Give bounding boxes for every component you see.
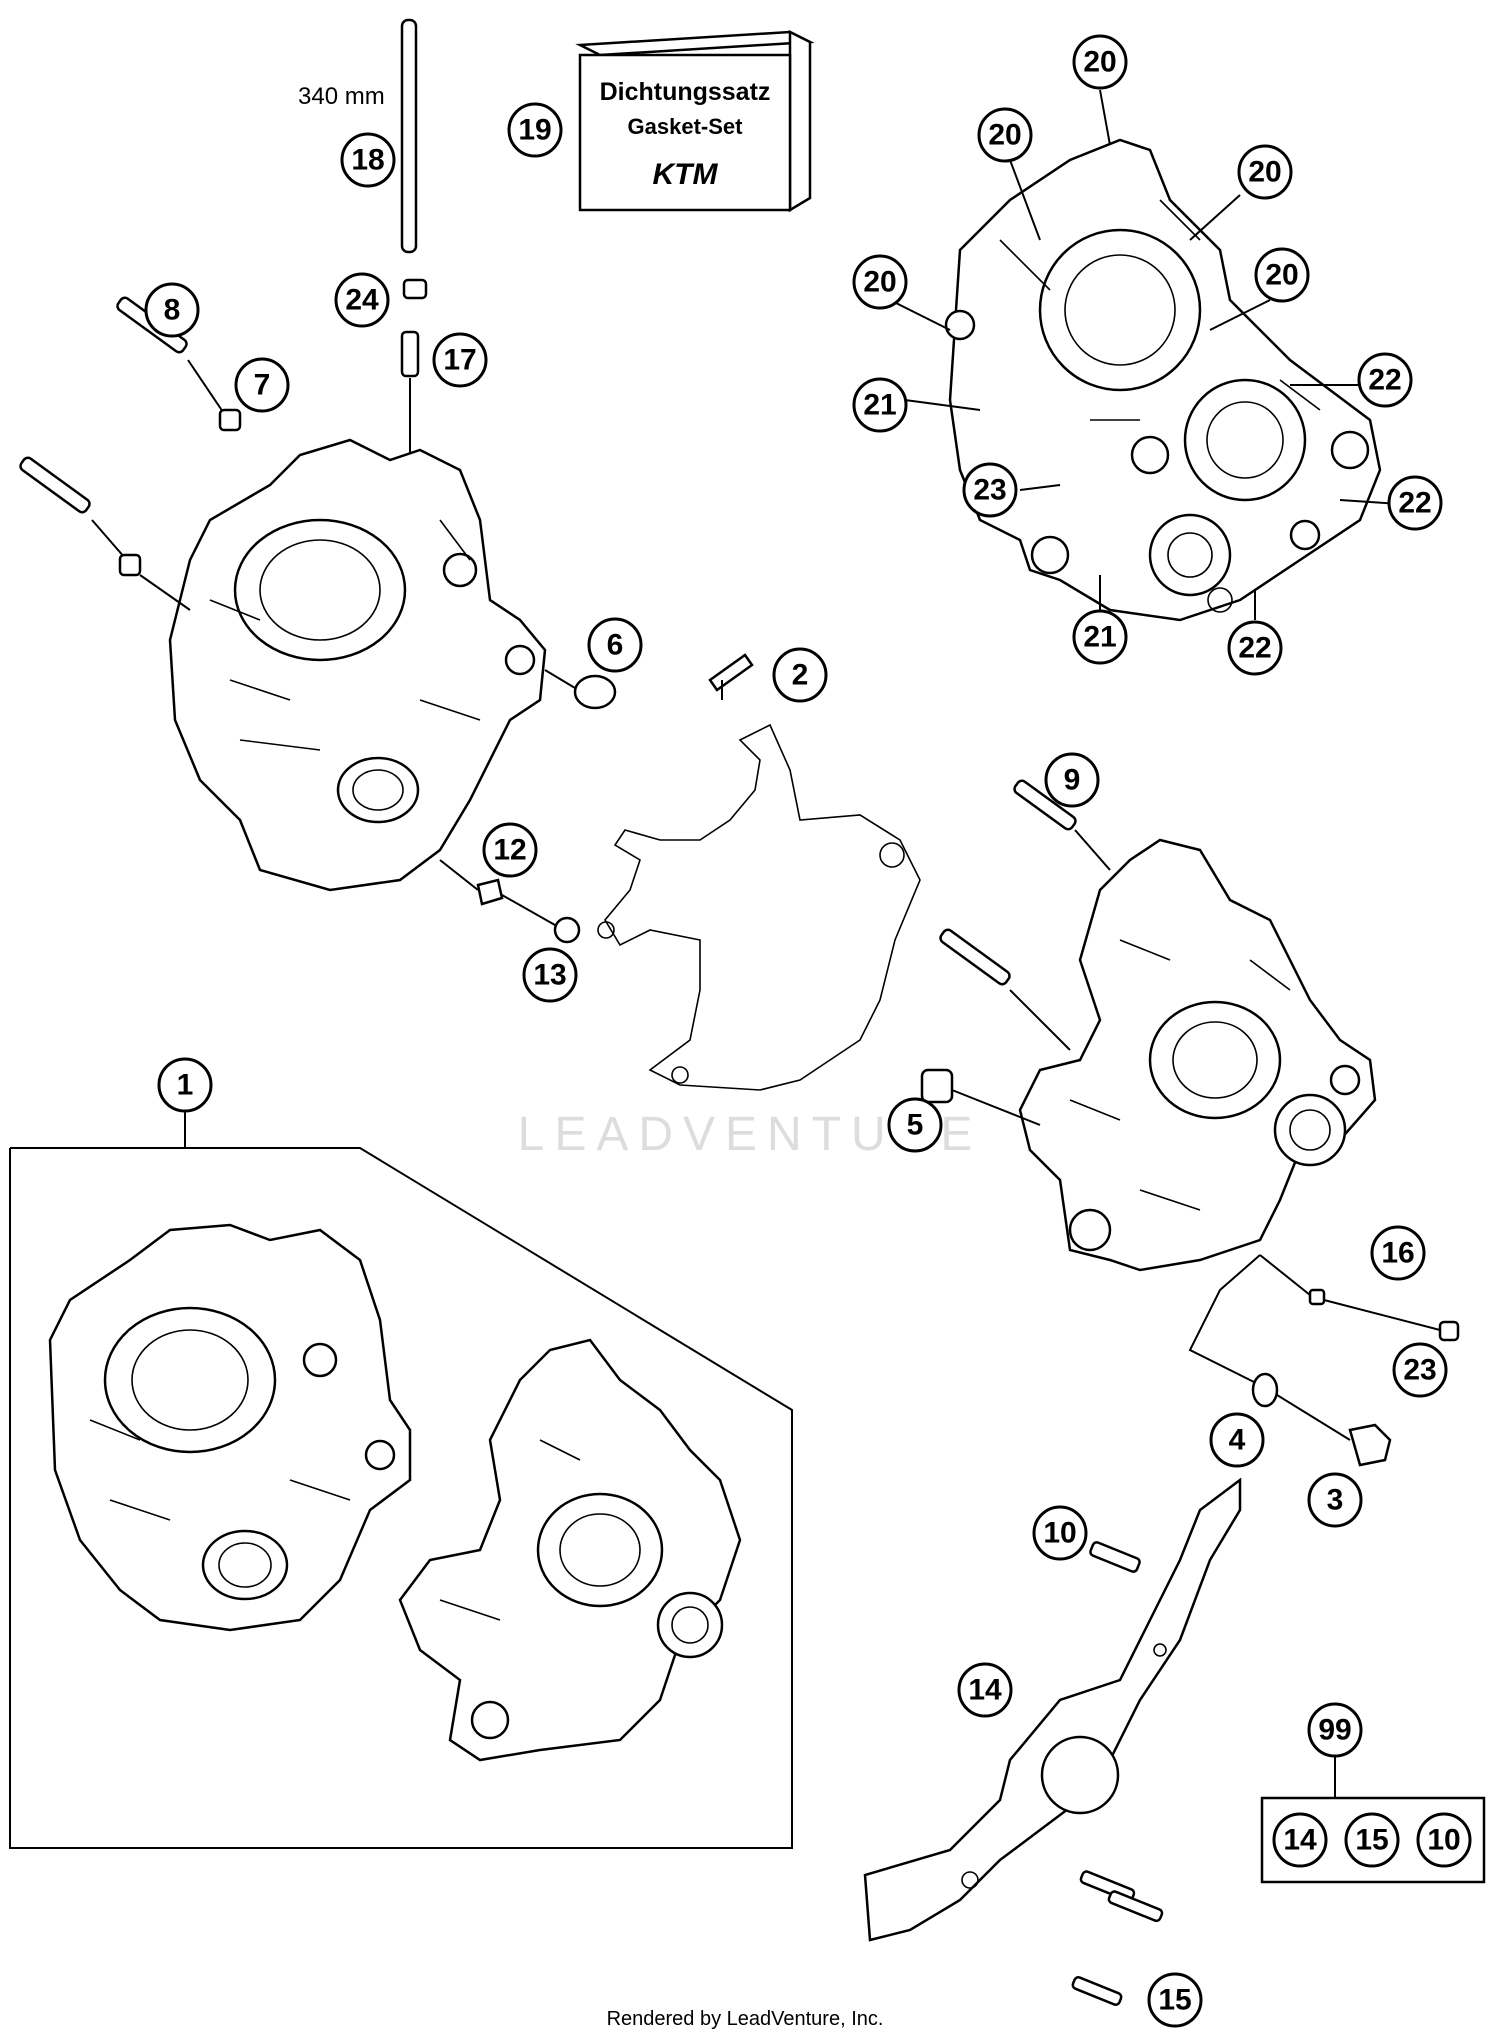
callout-6: 6 <box>587 617 643 673</box>
callout-23-upper: 23 <box>962 462 1018 518</box>
callout-5: 5 <box>887 1097 943 1153</box>
callout-16: 16 <box>1370 1225 1426 1281</box>
callout-99: 99 <box>1307 1702 1363 1758</box>
callout-4: 4 <box>1209 1412 1265 1468</box>
svg-text:5: 5 <box>907 1109 924 1142</box>
dowel-pin-2 <box>708 653 754 700</box>
svg-text:22: 22 <box>1368 364 1401 397</box>
callout-9: 9 <box>1044 752 1100 808</box>
screws-15 <box>1071 1870 1164 2006</box>
callout-20-right: 20 <box>1254 247 1310 303</box>
left-crankcase-half <box>168 438 547 892</box>
callout-7: 7 <box>234 357 290 413</box>
gasket-box-line1: Dichtungssatz <box>600 78 771 106</box>
svg-text:16: 16 <box>1381 1237 1414 1270</box>
svg-text:20: 20 <box>863 266 896 299</box>
sprocket-cover-14 <box>863 1477 1242 1942</box>
svg-text:24: 24 <box>345 284 379 317</box>
plug-12 <box>439 859 556 926</box>
svg-text:99: 99 <box>1318 1714 1351 1747</box>
callout-18: 18 <box>340 132 396 188</box>
callout-10: 10 <box>1032 1505 1088 1561</box>
gasket-set-box: Dichtungssatz Gasket-Set KTM <box>575 29 815 213</box>
svg-text:4: 4 <box>1229 1424 1246 1457</box>
ktm-logo: KTM <box>653 158 719 191</box>
stud-7-left <box>19 456 191 611</box>
svg-text:15: 15 <box>1158 1984 1191 2017</box>
svg-text:20: 20 <box>1083 46 1116 79</box>
callout-20-top: 20 <box>1072 34 1128 90</box>
callout-8: 8 <box>144 282 200 338</box>
gasket-box-line2: Gasket-Set <box>628 114 744 139</box>
right-crankcase-half <box>1018 838 1377 1272</box>
svg-text:22: 22 <box>1398 487 1431 520</box>
svg-text:19: 19 <box>518 114 551 147</box>
stud-17 <box>400 330 420 470</box>
crankcase-gasket-2 <box>597 723 921 1091</box>
svg-text:8: 8 <box>164 294 181 327</box>
screw-10 <box>1089 1541 1141 1573</box>
svg-text:13: 13 <box>533 959 566 992</box>
svg-text:14: 14 <box>1283 1824 1317 1857</box>
callout-15: 15 <box>1147 1972 1203 2028</box>
callout-14: 14 <box>957 1662 1013 1718</box>
svg-text:20: 20 <box>1248 156 1281 189</box>
svg-text:22: 22 <box>1238 632 1271 665</box>
svg-text:10: 10 <box>1043 1517 1076 1550</box>
svg-text:23: 23 <box>973 474 1006 507</box>
dimension-label: 340 mm <box>298 83 385 110</box>
svg-text:14: 14 <box>968 1674 1002 1707</box>
svg-text:7: 7 <box>254 369 271 402</box>
svg-text:21: 21 <box>1083 621 1116 654</box>
bushing-6 <box>544 669 617 710</box>
svg-text:15: 15 <box>1355 1824 1388 1857</box>
svg-text:23: 23 <box>1403 1354 1436 1387</box>
svg-text:3: 3 <box>1327 1484 1344 1517</box>
callout-20-upper-left: 20 <box>977 107 1033 163</box>
dowel-24 <box>402 278 428 300</box>
callout-3: 3 <box>1307 1472 1363 1528</box>
callout-kit-15: 15 <box>1344 1812 1400 1868</box>
callout-23-lower: 23 <box>1392 1342 1448 1398</box>
svg-text:2: 2 <box>792 659 809 692</box>
svg-text:1: 1 <box>177 1069 194 1102</box>
callout-leaders <box>879 89 1416 620</box>
svg-text:12: 12 <box>493 834 526 867</box>
callout-22-upper: 22 <box>1357 352 1413 408</box>
callout-2: 2 <box>772 647 828 703</box>
svg-text:20: 20 <box>1265 259 1298 292</box>
callout-1: 1 <box>157 1057 213 1113</box>
svg-text:6: 6 <box>607 629 624 662</box>
stud-9 <box>1013 779 1111 871</box>
footer-credit: Rendered by LeadVenture, Inc. <box>607 2008 884 2030</box>
svg-text:20: 20 <box>988 119 1021 152</box>
crankcase-assembly-box <box>9 1085 793 1849</box>
bushing-5 <box>920 1068 1041 1126</box>
callout-24: 24 <box>334 272 390 328</box>
svg-text:18: 18 <box>351 144 384 177</box>
svg-text:21: 21 <box>863 389 896 422</box>
callout-17: 17 <box>432 332 488 388</box>
drain-screw-assembly <box>1188 1254 1460 1467</box>
callout-12: 12 <box>482 822 538 878</box>
nut-13 <box>553 916 581 944</box>
callout-21-bottom: 21 <box>1072 609 1128 665</box>
callout-19: 19 <box>507 102 563 158</box>
callout-20-left: 20 <box>852 254 908 310</box>
callout-13: 13 <box>522 947 578 1003</box>
callout-kit-14: 14 <box>1272 1812 1328 1868</box>
stud-18: 340 mm <box>298 18 418 254</box>
svg-text:10: 10 <box>1427 1824 1460 1857</box>
callout-20-upper-right: 20 <box>1237 144 1293 200</box>
right-crankcase-inner-view <box>944 138 1382 622</box>
stud-7-right <box>939 928 1071 1051</box>
svg-text:17: 17 <box>443 344 476 377</box>
callout-22-middle: 22 <box>1387 475 1443 531</box>
callout-22-bottom: 22 <box>1227 620 1283 676</box>
svg-text:9: 9 <box>1064 764 1081 797</box>
callout-21-left: 21 <box>852 377 908 433</box>
callout-kit-10: 10 <box>1416 1812 1472 1868</box>
